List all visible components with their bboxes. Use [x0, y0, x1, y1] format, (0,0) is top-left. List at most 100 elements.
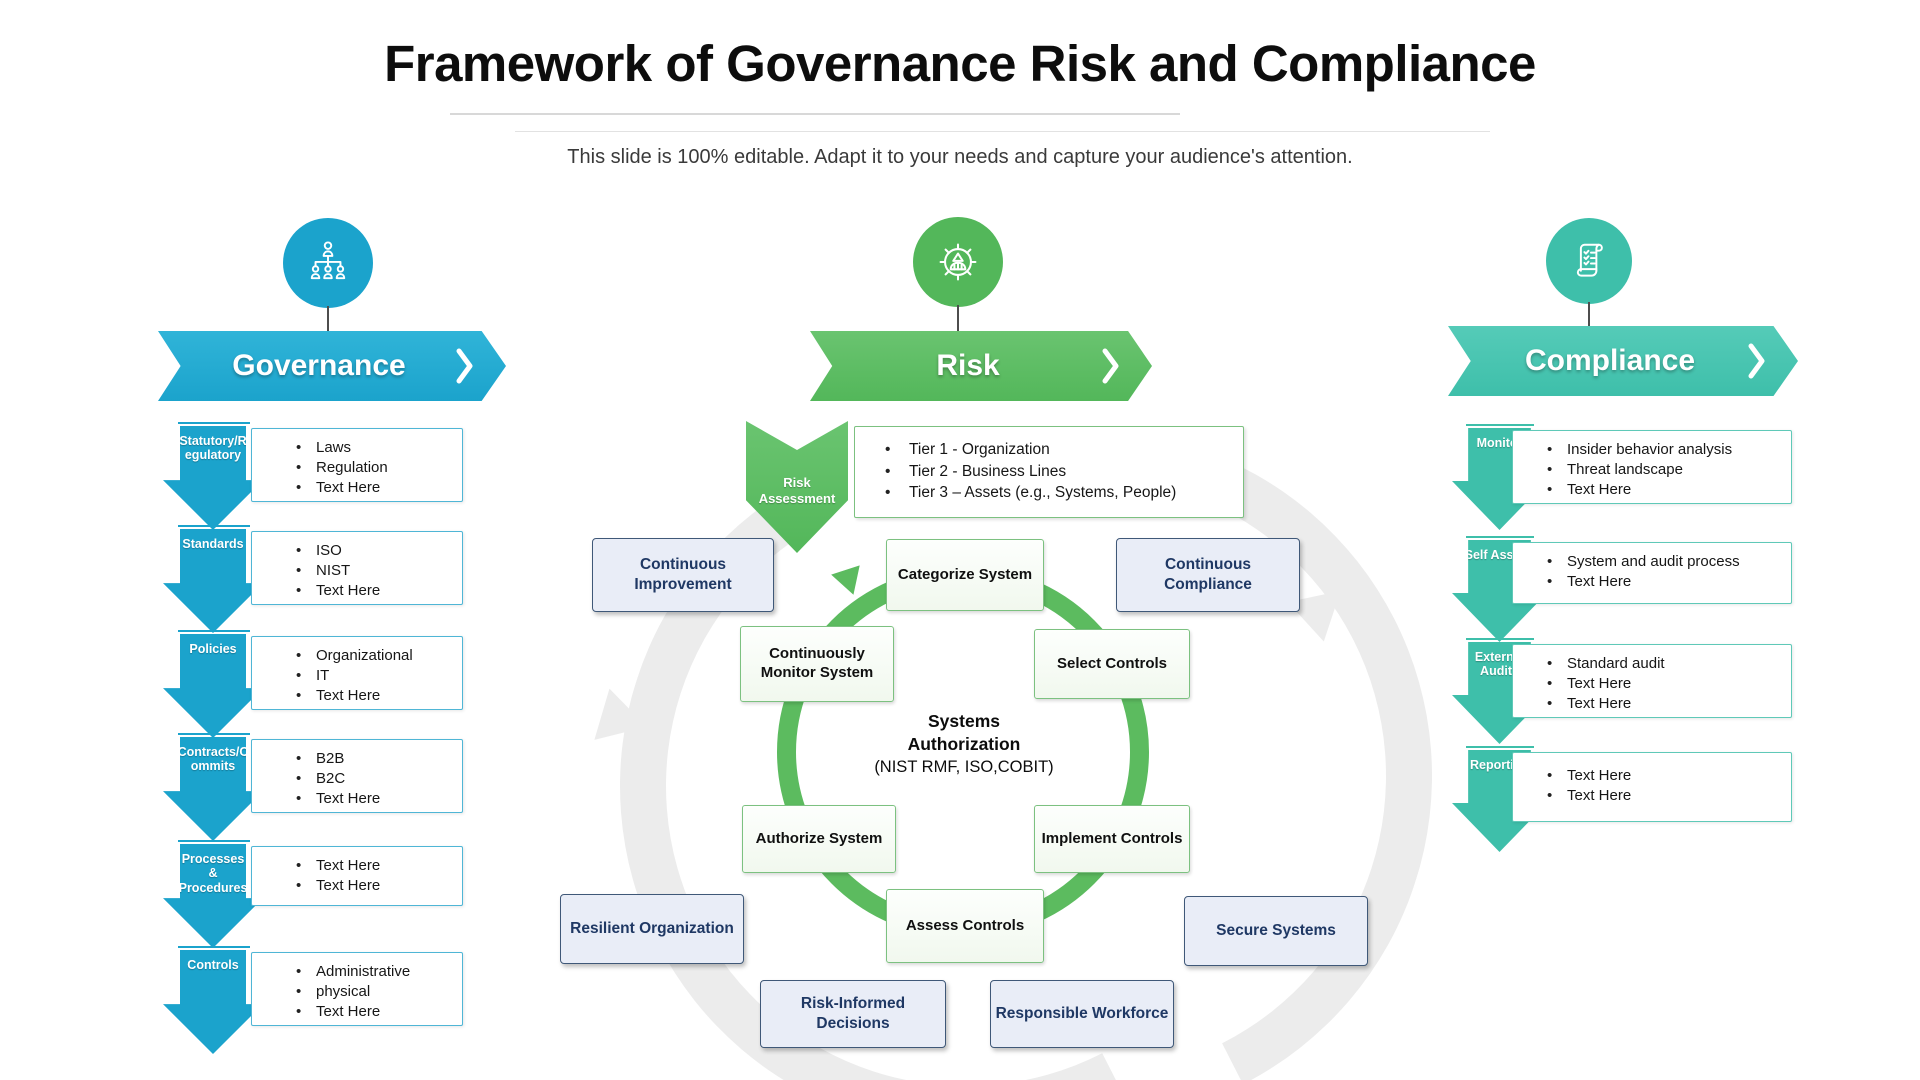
governance-category-arrow: Statutory/Regulatory: [163, 426, 263, 530]
step-categorize-system: Categorize System: [886, 539, 1044, 611]
outcome-continuous-compliance: Continuous Compliance: [1116, 538, 1300, 612]
category-label: Monitor: [1476, 436, 1523, 450]
item-topline: [178, 840, 250, 842]
governance-banner: Governance: [158, 331, 506, 401]
governance-connector-line: [327, 306, 329, 332]
bullet-item: Regulation: [292, 458, 458, 478]
bullet-item: Tier 3 – Assets (e.g., Systems, People): [881, 482, 1239, 504]
governance-item-statutory: Statutory/Regulatory Laws Regulation Tex…: [163, 422, 463, 532]
bullet-item: IT: [292, 666, 458, 686]
bullet-item: Insider behavior analysis: [1543, 440, 1787, 460]
bullet-item: Tier 2 - Business Lines: [881, 461, 1239, 483]
bullet-item: Laws: [292, 438, 458, 458]
compliance-item-external-audits: External Audits Standard audit Text Here…: [1452, 638, 1792, 748]
checklist-scroll-icon: [1576, 243, 1603, 277]
title-underline: [450, 113, 1180, 115]
governance-item-box: Laws Regulation Text Here: [251, 428, 463, 502]
bullet-item: Text Here: [292, 686, 458, 706]
chevron-right-icon: [1748, 343, 1765, 379]
category-label: Policies: [189, 642, 237, 656]
outcome-secure-systems: Secure Systems: [1184, 896, 1368, 966]
bullet-item: ISO: [292, 541, 458, 561]
bullet-item: B2B: [292, 749, 458, 769]
step-assess-controls: Assess Controls: [886, 889, 1044, 963]
category-label: Statutory/Regulatory: [179, 434, 247, 463]
compliance-item-reporting: Reporting Text Here Text Here: [1452, 746, 1792, 856]
bullet-list: Insider behavior analysis Threat landsca…: [1543, 440, 1787, 500]
governance-circle: [283, 218, 373, 308]
category-label: Controls: [187, 958, 239, 972]
risk-connector-line: [957, 305, 959, 332]
governance-category-arrow: Policies: [163, 634, 263, 738]
bullet-list: Text Here Text Here: [1543, 766, 1787, 806]
governance-item-box: Organizational IT Text Here: [251, 636, 463, 710]
item-topline: [178, 733, 250, 735]
bullet-item: Text Here: [1543, 572, 1787, 592]
governance-category-arrow: Contracts/Commits: [163, 737, 263, 841]
bullet-list: ISO NIST Text Here: [292, 541, 458, 601]
governance-category-arrow: Controls: [163, 950, 263, 1054]
item-topline: [178, 630, 250, 632]
item-topline: [1466, 424, 1534, 426]
governance-item-contracts: Contracts/Commits B2B B2C Text Here: [163, 733, 463, 843]
bullet-item: Threat landscape: [1543, 460, 1787, 480]
compliance-connector-line: [1588, 302, 1590, 326]
category-label: Processes & Procedures: [178, 852, 248, 895]
item-topline: [1466, 746, 1534, 748]
item-topline: [178, 422, 250, 424]
category-label: External Audits: [1474, 650, 1525, 679]
compliance-item-self-assess: Self Assess System and audit process Tex…: [1452, 536, 1792, 646]
bullet-item: Administrative: [292, 962, 458, 982]
chevron-right-icon: [1102, 348, 1119, 384]
bullet-item: B2C: [292, 769, 458, 789]
bullet-item: Text Here: [292, 1002, 458, 1022]
bullet-list: Tier 1 - Organization Tier 2 - Business …: [881, 439, 1239, 504]
item-topline: [178, 946, 250, 948]
governance-banner-label: Governance: [232, 349, 406, 382]
outcome-responsible-workforce: Responsible Workforce: [990, 980, 1174, 1048]
governance-item-box: ISO NIST Text Here: [251, 531, 463, 605]
center-line-1: Systems: [928, 711, 1000, 731]
category-label: Contracts/Commits: [177, 745, 249, 774]
item-topline: [1466, 536, 1534, 538]
governance-category-arrow: Processes & Procedures: [163, 844, 263, 948]
bullet-item: Standard audit: [1543, 654, 1787, 674]
bullet-item: Text Here: [292, 581, 458, 601]
risk-assessment-label: Risk Assessment: [758, 475, 836, 506]
compliance-circle: [1546, 218, 1632, 304]
center-line-2: Authorization: [907, 733, 1021, 754]
risk-gear-icon: [939, 243, 977, 281]
bullet-item: Text Here: [1543, 766, 1787, 786]
step-authorize-system: Authorize System: [742, 805, 896, 873]
org-chart-icon: [310, 241, 346, 280]
bullet-item: System and audit process: [1543, 552, 1787, 572]
bullet-item: Text Here: [292, 478, 458, 498]
title-underline-2: [515, 131, 1490, 132]
bullet-item: Text Here: [1543, 786, 1787, 806]
compliance-banner: Compliance: [1448, 326, 1798, 396]
chevron-right-icon: [456, 348, 473, 384]
bullet-list: Standard audit Text Here Text Here: [1543, 654, 1787, 714]
outcome-risk-informed-decisions: Risk-Informed Decisions: [760, 980, 946, 1048]
bullet-list: Text Here Text Here: [292, 856, 458, 896]
bullet-item: Text Here: [1543, 674, 1787, 694]
risk-tiers-box: Tier 1 - Organization Tier 2 - Business …: [854, 426, 1244, 518]
compliance-banner-label: Compliance: [1524, 344, 1696, 377]
center-line-3: (NIST RMF, ISO,COBIT): [874, 757, 1054, 776]
bullet-list: B2B B2C Text Here: [292, 749, 458, 809]
bullet-item: physical: [292, 982, 458, 1002]
step-continuously-monitor-system: Continuously Monitor System: [740, 626, 894, 702]
category-label: Standards: [182, 537, 244, 551]
governance-item-controls: Controls Administrative physical Text He…: [163, 946, 463, 1056]
step-implement-controls: Implement Controls: [1034, 805, 1190, 873]
bullet-item: Text Here: [292, 789, 458, 809]
slide-subtitle: This slide is 100% editable. Adapt it to…: [567, 146, 1353, 168]
governance-item-box: B2B B2C Text Here: [251, 739, 463, 813]
risk-banner: Risk: [810, 331, 1152, 401]
bullet-list: Administrative physical Text Here: [292, 962, 458, 1022]
governance-item-box: Administrative physical Text Here: [251, 952, 463, 1026]
bullet-item: Organizational: [292, 646, 458, 666]
bullet-list: Organizational IT Text Here: [292, 646, 458, 706]
bullet-item: Text Here: [1543, 694, 1787, 714]
